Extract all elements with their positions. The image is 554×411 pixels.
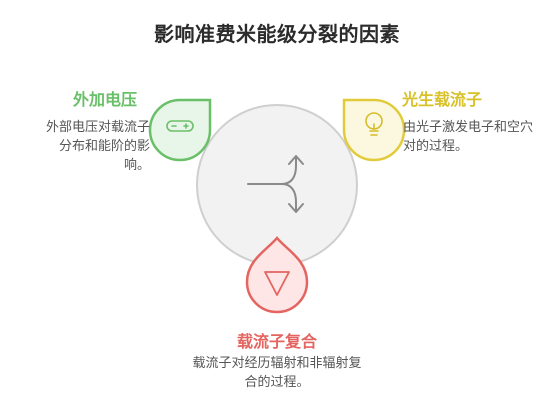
recombination-heading: 载流子复合 [236,332,317,351]
photocarrier-node [342,98,406,162]
battery-icon [166,120,194,132]
voltage-description: 外部电压对载流子分布和能阶的影响。 [45,120,150,173]
diagram-title: 影响准费米能级分裂的因素 [154,22,400,46]
triangle-down-icon [264,271,290,296]
photocarrier-description: 由光子激发电子和空穴对的过程。 [403,120,534,154]
lightbulb-icon [365,112,383,136]
split-arrows-icon [247,155,304,213]
voltage-heading: 外加电压 [72,90,137,109]
recombination-node [245,236,309,314]
voltage-node [148,98,212,162]
recombination-description: 载流子对经历辐射和非辐射复合的过程。 [192,356,362,390]
photocarrier-heading: 光生载流子 [402,90,483,109]
